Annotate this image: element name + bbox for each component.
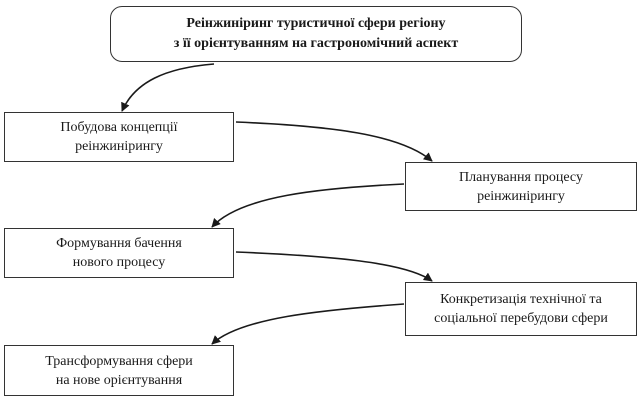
arrow-step2-to-step3 bbox=[211, 183, 405, 228]
arrow-step3-to-step4 bbox=[235, 251, 433, 282]
title-line-2: з її орієнтуванням на гастрономічний асп… bbox=[173, 36, 459, 51]
arrow-step1-to-step2 bbox=[235, 121, 433, 162]
step-3-line-1: Формування бачення bbox=[56, 236, 182, 251]
step-4-line-1: Конкретизація технічної та bbox=[440, 292, 602, 307]
step-box-planning: Планування процесу реінжинірингу bbox=[405, 162, 637, 211]
arrow-title-to-step1 bbox=[121, 63, 215, 112]
step-4-line-2: соціальної перебудови сфери bbox=[434, 311, 608, 326]
step-5-line-2: на нове орієнтування bbox=[55, 372, 183, 388]
step-2-line-1: Планування процесу bbox=[459, 169, 583, 185]
step-box-transformation: Трансформування сфери на нове орієнтуван… bbox=[4, 345, 234, 396]
step-1-line-2: реінжинірингу bbox=[75, 139, 163, 154]
arrow-step4-to-step5 bbox=[211, 303, 405, 345]
step-box-vision: Формування бачення нового процесу bbox=[4, 228, 234, 278]
step-box-concept: Побудова концепції реінжинірингу bbox=[4, 112, 234, 162]
title-line-1: Реінжиніринг туристичної сфери регіону bbox=[186, 16, 446, 31]
step-2-line-2: реінжинірингу bbox=[477, 188, 565, 204]
step-5-line-1: Трансформування сфери bbox=[45, 353, 193, 369]
step-box-concretization: Конкретизація технічної та соціальної пе… bbox=[405, 282, 637, 336]
diagram-title-box: Реінжиніринг туристичної сфери регіону з… bbox=[110, 6, 522, 62]
step-3-line-2: нового процесу bbox=[72, 255, 166, 270]
step-1-line-1: Побудова концепції bbox=[60, 120, 178, 135]
